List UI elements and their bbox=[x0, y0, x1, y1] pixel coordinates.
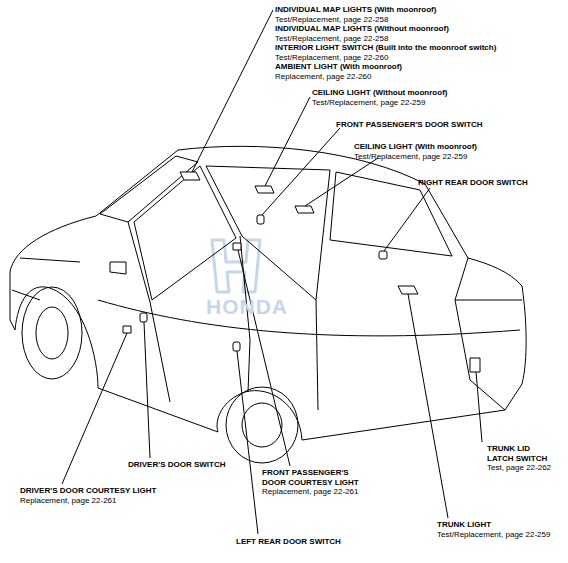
car-body bbox=[10, 146, 526, 440]
watermark: HONDA bbox=[206, 296, 288, 318]
side-mirror bbox=[110, 262, 126, 274]
part-name: AMBIENT LIGHT (With moonroof) bbox=[275, 62, 402, 72]
leader-line bbox=[262, 128, 340, 215]
part-name: TRUNK LID LATCH SWITCH bbox=[487, 444, 553, 463]
part-name: DRIVER'S DOOR COURTESY LIGHT bbox=[20, 486, 156, 496]
front-wheel bbox=[22, 287, 82, 379]
watermark-logo bbox=[212, 240, 260, 292]
leader-line bbox=[265, 97, 310, 186]
courtesy-light-part bbox=[123, 326, 131, 333]
part-name: INDIVIDUAL MAP LIGHTS (Without moonroof) bbox=[275, 24, 449, 34]
trunk-lid bbox=[455, 258, 522, 410]
body-character-line bbox=[98, 300, 520, 336]
part-name: RIGHT REAR DOOR SWITCH bbox=[418, 178, 528, 188]
map-light-part bbox=[180, 172, 200, 180]
part-name: INDIVIDUAL MAP LIGHTS (With moonroof) bbox=[275, 5, 436, 15]
windshield-pillar bbox=[100, 156, 198, 222]
part-name: TRUNK LIGHT bbox=[437, 520, 491, 530]
leader-line bbox=[62, 333, 127, 484]
part-name: DRIVER'S DOOR SWITCH bbox=[128, 460, 225, 470]
leader-line bbox=[476, 372, 482, 442]
page-reference: Replacement, page 22-261 bbox=[262, 487, 359, 497]
latch-switch-part bbox=[470, 358, 480, 372]
rear-wheel bbox=[226, 387, 298, 463]
page-reference: Test/Replacement, page 22-259 bbox=[437, 530, 550, 540]
part-name: CEILING LIGHT (Without moonroof) bbox=[312, 88, 447, 98]
ceiling-light-part bbox=[255, 186, 274, 193]
part-name: CEILING LIGHT (With moonroof) bbox=[354, 142, 477, 152]
door-switch-part bbox=[257, 215, 264, 224]
page-reference: Test, page 22-262 bbox=[487, 463, 551, 473]
leader-line bbox=[408, 294, 448, 518]
front-wheel-hub bbox=[36, 307, 68, 359]
leader-line bbox=[384, 188, 430, 251]
page-reference: Test/Replacement, page 22-258 bbox=[275, 34, 388, 44]
door-switch-part bbox=[140, 313, 147, 322]
courtesy-light-part bbox=[233, 243, 241, 250]
page-reference: Replacement, page 22-261 bbox=[20, 496, 117, 506]
ceiling-light-part bbox=[295, 206, 314, 213]
page-reference: Test/Replacement, page 22-259 bbox=[354, 152, 467, 162]
page-reference: Test/Replacement, page 22-258 bbox=[275, 15, 388, 25]
page-reference: Test/Replacement, page 22-259 bbox=[312, 98, 425, 108]
door-switch-part bbox=[233, 342, 240, 351]
part-name: INTERIOR LIGHT SWITCH (Built into the mo… bbox=[275, 43, 496, 53]
headlight bbox=[12, 258, 80, 300]
leader-line bbox=[192, 10, 273, 172]
part-name: FRONT PASSENGER'S DOOR COURTESY LIGHT bbox=[262, 468, 370, 487]
leader-line bbox=[305, 158, 378, 206]
part-name: LEFT REAR DOOR SWITCH bbox=[236, 537, 341, 547]
leader-line bbox=[238, 250, 290, 466]
rear-door-window bbox=[206, 166, 330, 300]
front-door-window bbox=[134, 166, 236, 300]
page-reference: Test/Replacement, page 22-260 bbox=[275, 53, 388, 63]
leader-line bbox=[144, 322, 150, 458]
door-switch-part bbox=[379, 251, 387, 259]
page-reference: Replacement, page 22-260 bbox=[275, 72, 372, 82]
trunk-light-part bbox=[398, 286, 418, 294]
door-seams bbox=[128, 222, 318, 410]
leader-line bbox=[237, 351, 258, 534]
part-name: FRONT PASSENGER'S DOOR SWITCH bbox=[336, 120, 483, 130]
